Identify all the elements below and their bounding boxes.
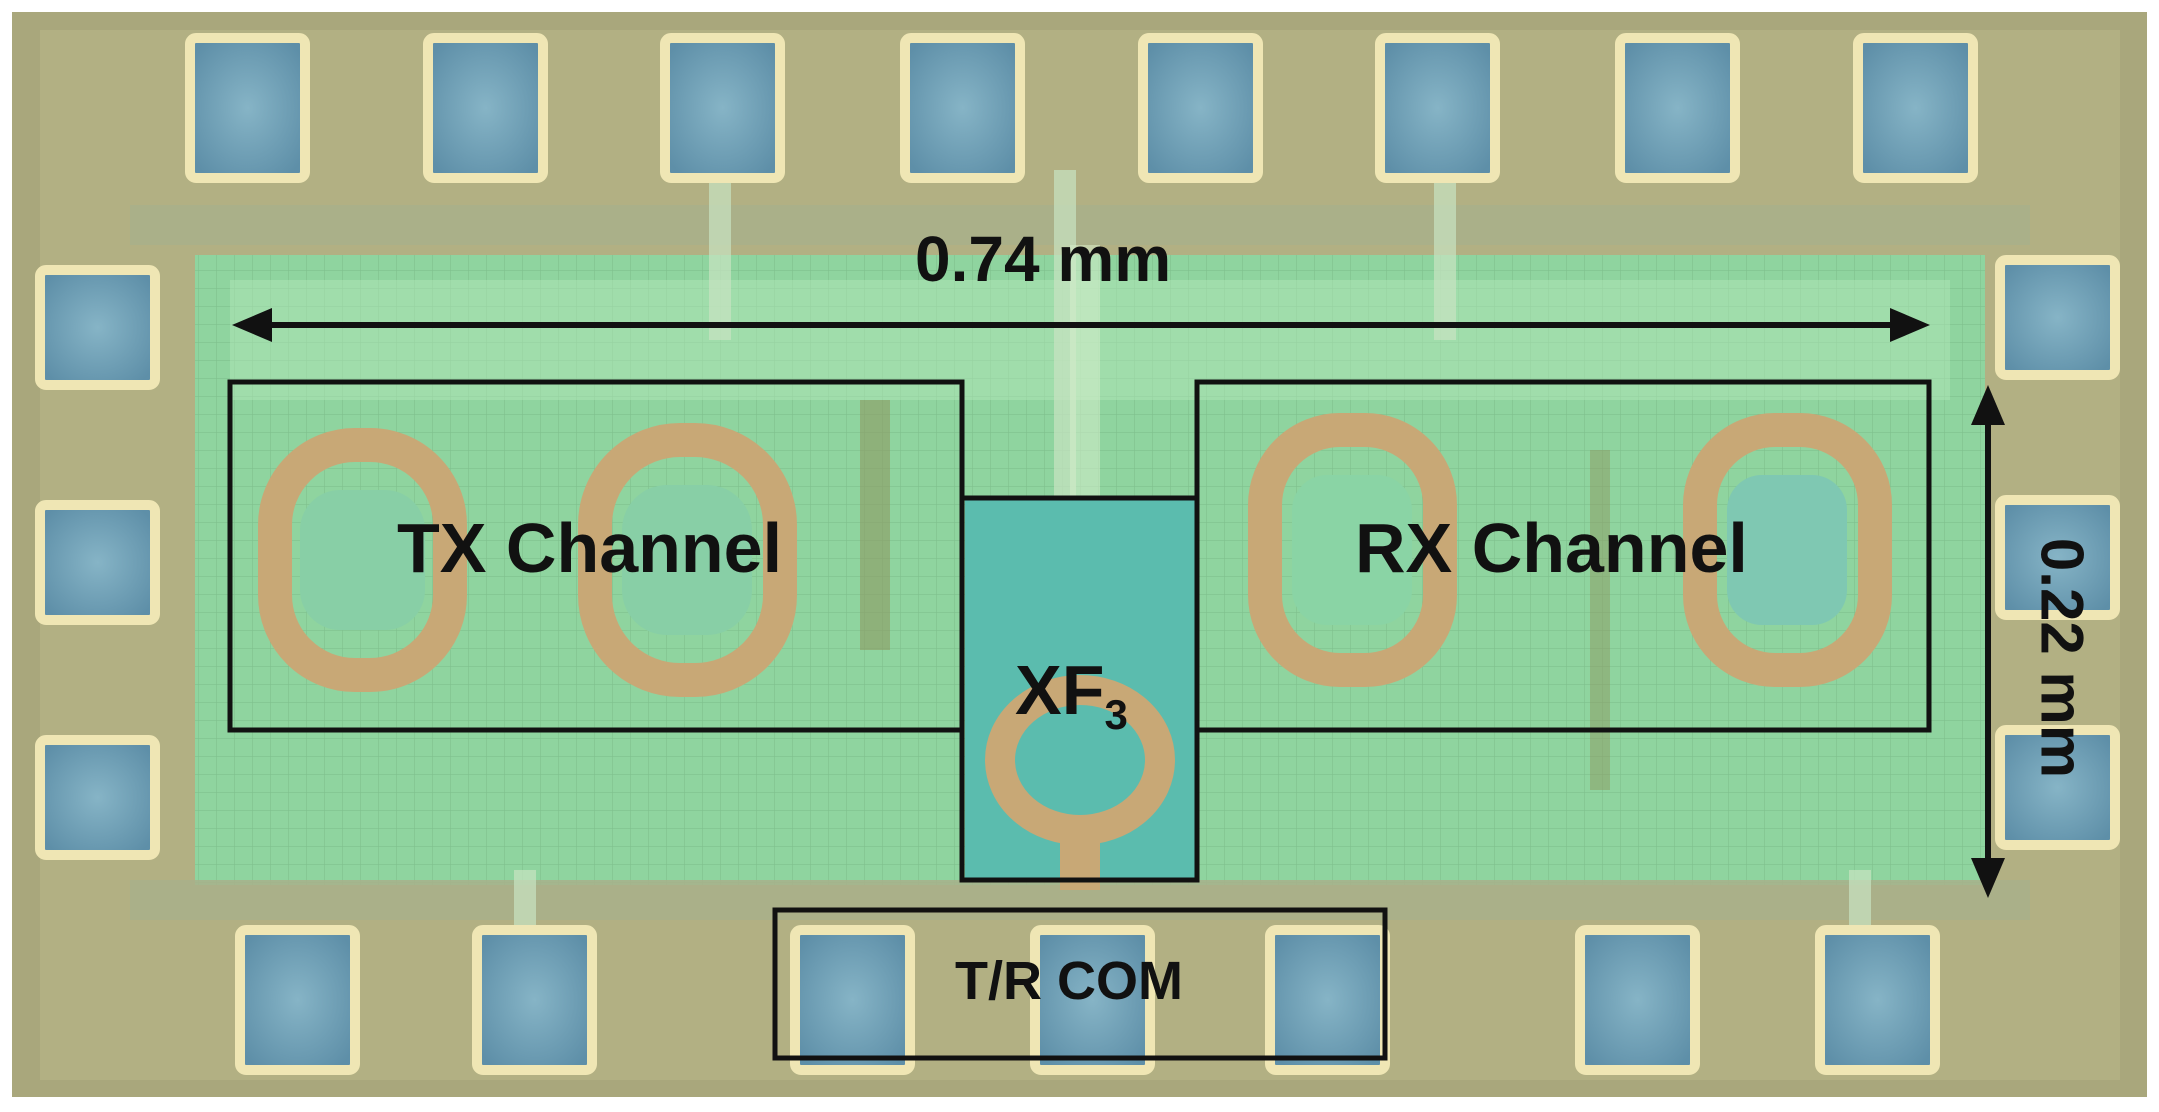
top-rail xyxy=(130,205,2030,245)
xf3-label-base: XF xyxy=(1015,651,1105,729)
tr-com-label: T/R COM xyxy=(955,951,1183,1011)
rx-inductors xyxy=(1248,413,1892,790)
right-pads xyxy=(1995,255,2120,850)
width-dimension-arrow xyxy=(232,308,1930,342)
xf3-label: XF3 xyxy=(1015,650,1128,739)
width-dimension-label: 0.74 mm xyxy=(915,223,1172,295)
xf3-label-subscript: 3 xyxy=(1104,691,1128,738)
height-dimension-label: 0.22 mm xyxy=(2028,537,2096,779)
top-pads xyxy=(185,33,1978,183)
tx-channel-label: TX Channel xyxy=(397,509,783,587)
bottom-pads xyxy=(235,925,1940,1075)
tr-com-box xyxy=(772,907,1388,1061)
xf3-box xyxy=(959,495,1200,883)
xf3-transformer xyxy=(965,500,1195,890)
left-pads xyxy=(35,265,160,860)
rx-channel-label: RX Channel xyxy=(1355,509,1748,587)
tx-inductors xyxy=(258,400,890,697)
height-dimension-arrow xyxy=(1971,385,2005,898)
